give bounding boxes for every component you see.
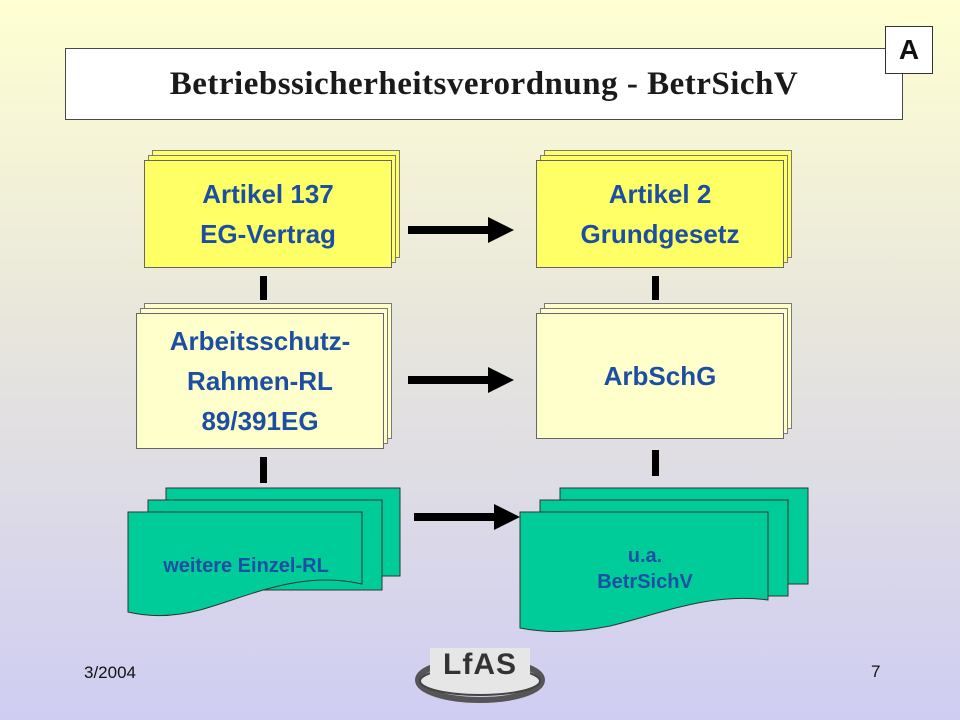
connector-left-1 xyxy=(260,276,267,300)
document-stack-left xyxy=(127,487,401,616)
box-artikel-137-line-2: EG-Vertrag xyxy=(200,219,336,249)
box-rahmen-rl-line-2: Rahmen-RL xyxy=(187,365,333,396)
footer-date: 3/2004 xyxy=(84,663,136,682)
title-box: Betriebssicherheitsverordnung - BetrSich… xyxy=(65,48,903,120)
document-left-label: weitere Einzel-RL xyxy=(130,553,362,579)
box-arbschg: ArbSchG xyxy=(536,303,792,439)
document-right-line-2: BetrSichV xyxy=(597,571,693,593)
section-badge: A xyxy=(885,26,933,74)
document-right-line-1: u.a. xyxy=(627,545,663,567)
logo-text: LfAS xyxy=(443,648,517,681)
box-arbschg-line-1: ArbSchG xyxy=(603,360,717,391)
box-rahmen-rl-line-1: Arbeitsschutz- xyxy=(169,325,351,356)
box-artikel-137-line-1: Artikel 137 xyxy=(202,178,334,209)
box-artikel-2-line-2: Grundgesetz xyxy=(580,219,740,249)
box-rahmen-rl: Arbeitsschutz- Rahmen-RL 89/391EG xyxy=(136,303,392,449)
connector-right-1 xyxy=(652,276,659,300)
box-artikel-137: Artikel 137 EG-Vertrag xyxy=(144,150,400,268)
page-title: Betriebssicherheitsverordnung - BetrSich… xyxy=(169,65,799,102)
box-artikel-2: Artikel 2 Grundgesetz xyxy=(536,150,792,268)
arrow-bottom xyxy=(414,504,520,530)
document-right-label: u.a. BetrSichV xyxy=(522,543,768,595)
box-rahmen-rl-line-3: 89/391EG xyxy=(201,406,319,437)
connector-left-2 xyxy=(260,457,267,483)
arrow-middle xyxy=(408,367,514,393)
page-number: 7 xyxy=(871,662,881,681)
document-left-line-1: weitere Einzel-RL xyxy=(163,555,329,577)
lfas-logo xyxy=(415,648,545,703)
connector-right-2 xyxy=(652,450,659,476)
document-stack-right xyxy=(519,487,809,632)
arrow-top xyxy=(408,217,514,243)
box-artikel-2-line-1: Artikel 2 xyxy=(608,178,712,209)
